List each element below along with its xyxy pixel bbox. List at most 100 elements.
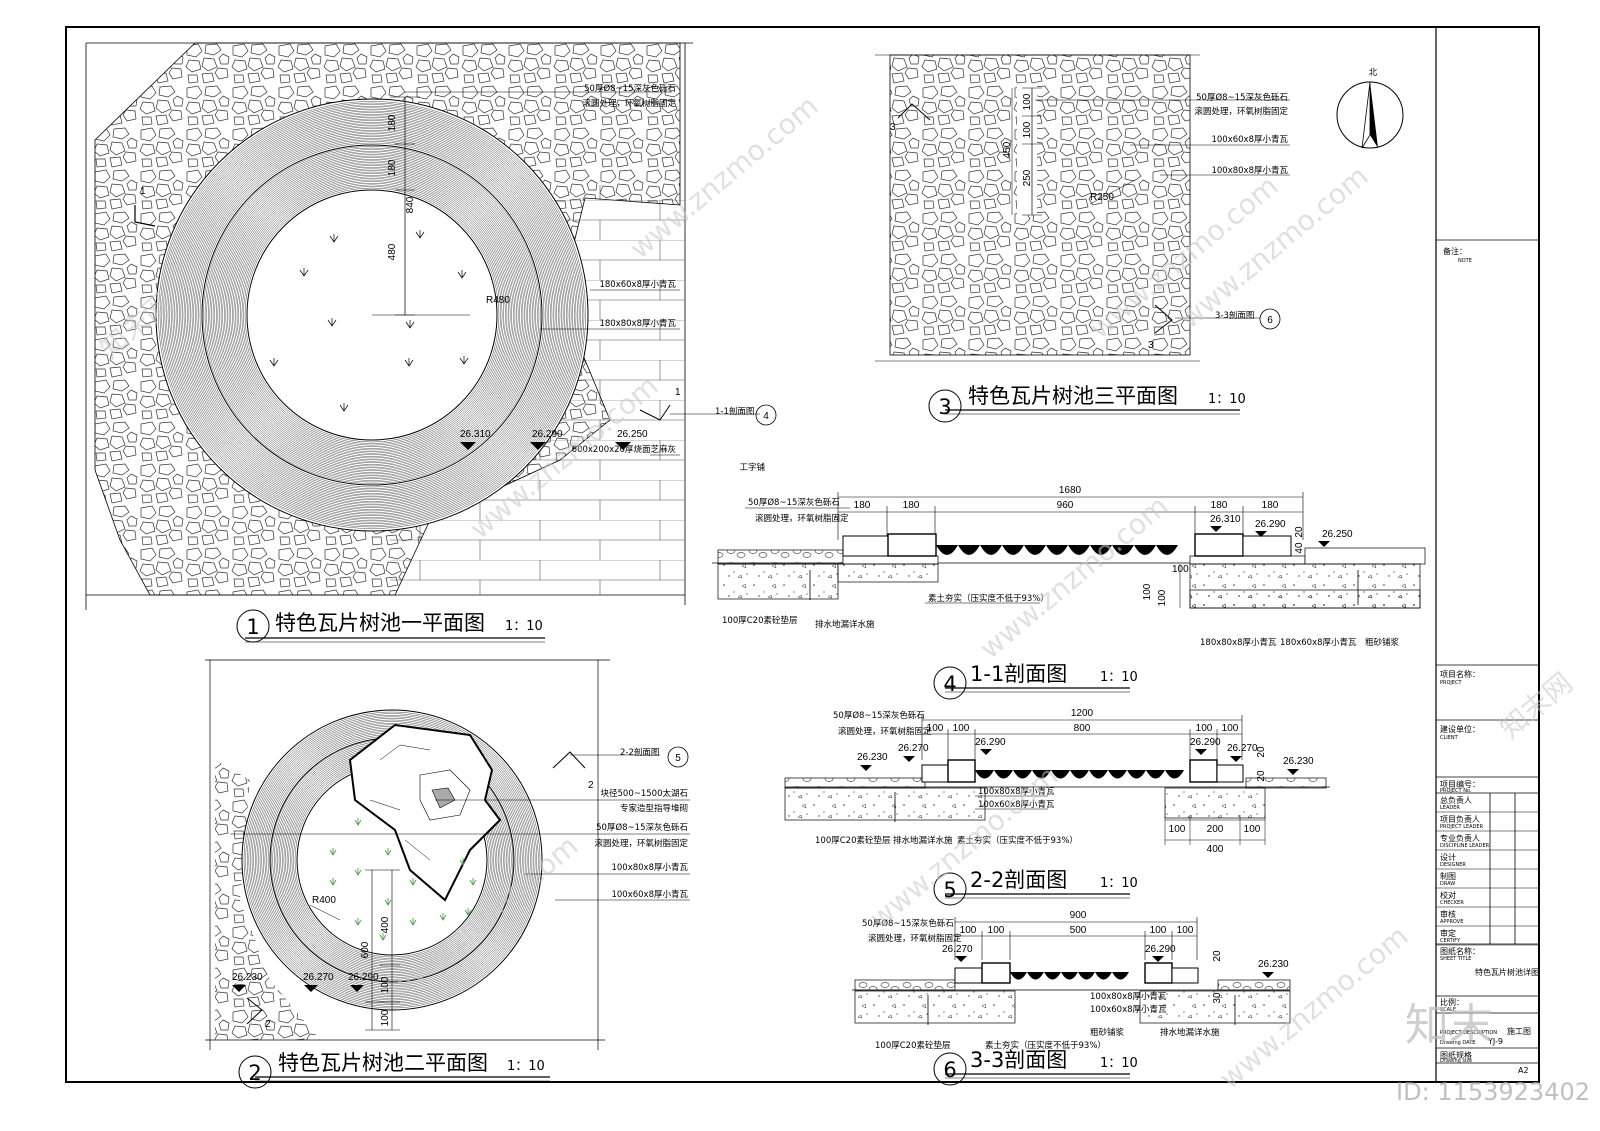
- s1-pebble-2: 滚圆处理，环氧树脂固定: [755, 513, 849, 524]
- s2-elev-b: 26.270: [898, 743, 929, 754]
- tb-sheet-title-en: SHEET TITLE: [1440, 956, 1471, 962]
- p2-dim-100a: 100: [380, 976, 391, 993]
- tb-project-cn: 项目名称：: [1440, 669, 1480, 679]
- s3-mortar: 粗砂铺浆: [1090, 1027, 1125, 1038]
- tile-ring-line: [224, 167, 520, 463]
- s1-dim-100b: 100: [1157, 589, 1168, 606]
- p2-elev-b: 26.270: [303, 972, 334, 983]
- s2-tile-100x80: 100x80x8厚小青瓦: [978, 786, 1055, 797]
- tile-ring-line: [199, 142, 545, 488]
- s1-tile-180x80: 180x80x8厚小青瓦: [1200, 637, 1277, 648]
- pebble-scallop: [1095, 972, 1112, 980]
- tile-180x80-label: 180x80x8厚小青瓦: [599, 318, 676, 329]
- p3-dim-100a: 100: [1022, 93, 1033, 110]
- s1-title: 1-1剖面图: [970, 662, 1067, 686]
- pebble-scallop: [1024, 545, 1046, 555]
- s3-dim-100d: 100: [1177, 925, 1194, 936]
- s1-dim-180c: 180: [1211, 500, 1228, 511]
- tile-ring-line: [159, 102, 585, 528]
- tb-date-en: Drawing DATE: [1440, 1040, 1475, 1046]
- pebble-scallop: [1156, 545, 1178, 555]
- p3-pebble-1: 50厚Ø8~15深灰色砾石: [1196, 92, 1288, 103]
- cut-mark-a: 1: [675, 387, 681, 398]
- tile-ring-line: [235, 178, 509, 452]
- pebble-scallop: [1046, 545, 1068, 555]
- s3-number: 6: [943, 1058, 956, 1082]
- tb-row-cn: 专业负责人: [1440, 833, 1480, 843]
- s3-pebble-2: 滚圆处理，环氧树脂固定: [868, 933, 962, 944]
- tb-row-cn: 制图: [1440, 871, 1456, 881]
- pebble-scallop: [1078, 972, 1095, 980]
- tile-ring-line: [177, 120, 567, 510]
- tb-client-cn: 建设单位：: [1440, 724, 1480, 734]
- taihu-stone: [348, 723, 502, 902]
- s2-elev-d: 26.290: [1190, 737, 1221, 748]
- s2-elev-a: 26.230: [857, 752, 888, 763]
- plan1-scale: 1：10: [505, 619, 543, 634]
- tile-ring-line: [228, 171, 516, 459]
- dim-840: 840: [405, 196, 416, 213]
- section-3-3: 900 100 100 500 100 100 26.270 26.290 26…: [852, 910, 1291, 1086]
- tile-ring-line: [240, 183, 504, 447]
- tb-row-cn: 设计: [1440, 852, 1456, 862]
- north-arrow: 北: [1336, 68, 1404, 149]
- pebble-scallop: [936, 545, 958, 555]
- tile-ring-line: [236, 179, 508, 451]
- pebble-scallop: [1013, 770, 1032, 779]
- s1-dim-total: 1680: [1059, 485, 1082, 496]
- tb-row-en: PROJECT LEADER: [1440, 824, 1484, 830]
- s2-elev-c: 26.290: [975, 737, 1006, 748]
- wm-site-5: www.znzmo.com: [973, 489, 1174, 665]
- dim-480: 480: [387, 243, 398, 260]
- cut-mark-b: 1: [140, 186, 146, 197]
- tile-ring-line: [190, 133, 554, 497]
- tb-note-en: NOTE: [1458, 258, 1472, 264]
- tile-ring-line: [232, 175, 512, 455]
- tb-row-cn: 总负责人: [1440, 795, 1472, 805]
- s2-elev-e: 26.270: [1227, 743, 1258, 754]
- tile-ring-line: [180, 123, 564, 507]
- s3-dim-100b: 100: [988, 925, 1005, 936]
- s3-tile-100x60: 100x60x8厚小青瓦: [1090, 1004, 1167, 1015]
- section-2-2: 1200 100 100 800 100 100 100 200 100 400…: [784, 708, 1330, 906]
- s1-pebble-1: 50厚Ø8~15深灰色砾石: [748, 497, 840, 508]
- pebble-scallop: [1127, 770, 1146, 779]
- s2-dim-20b: 20: [1256, 770, 1267, 782]
- section-1-1: 1680 180 180 960 180 180 100 100 100 20 …: [712, 485, 1426, 700]
- s1-dim-40: 40: [1294, 542, 1305, 554]
- plan3-title: 特色瓦片树池三平面图: [968, 384, 1178, 408]
- s2-dim-100c: 100: [1196, 723, 1213, 734]
- s2-dim-20a: 20: [1256, 746, 1267, 758]
- s3-dim-100a: 100: [960, 925, 977, 936]
- pebble-label-1: 50厚Ø8~15深灰色砾石: [584, 83, 676, 94]
- tb-projno-en: PROJECT No.: [1440, 788, 1472, 794]
- s2-pebble-2: 滚圆处理，环氧树脂固定: [838, 726, 932, 737]
- p3-dim-250: 250: [1022, 169, 1033, 186]
- s1-dim-180d: 180: [1262, 500, 1279, 511]
- tile-ring-line: [211, 154, 533, 476]
- s1-tile-180x60: 180x60x8厚小青瓦: [1280, 637, 1357, 648]
- tb-row-cn: 审核: [1440, 909, 1456, 919]
- s2-dim-100b: 100: [953, 723, 970, 734]
- plan3-scale: 1：10: [1208, 392, 1246, 407]
- s2-dim-800: 800: [1074, 723, 1091, 734]
- wm-brand-2: 知末网: [1493, 666, 1579, 745]
- s1-elev-a: 26.310: [1210, 514, 1241, 525]
- tb-row-cn: 校对: [1440, 890, 1456, 900]
- tb-row-en: DISCIPLINE LEADER: [1440, 843, 1490, 849]
- s3-soil: 素土夯实（压实度不低于93%）: [985, 1040, 1106, 1051]
- tb-sheet-title-value: 特色瓦片树池详图: [1475, 967, 1539, 977]
- tb-sheet-title-cn: 图纸名称：: [1440, 946, 1480, 956]
- s2-pebble-1: 50厚Ø8~15深灰色砾石: [833, 710, 925, 721]
- s1-mortar: 粗砂铺浆: [1365, 637, 1400, 648]
- pebble-scallop: [958, 545, 980, 555]
- p2-stone-2: 专家造型指导堆砌: [620, 803, 688, 814]
- p2-dim-400: 400: [380, 916, 391, 933]
- tile-ring-line: [196, 139, 548, 491]
- s3-elev-c: 26.230: [1258, 959, 1289, 970]
- pebble-scallop: [1089, 770, 1108, 779]
- tile-ring-line: [214, 157, 530, 473]
- p2-pebble-2: 滚圆处理，环氧树脂固定: [594, 838, 688, 849]
- s3-dim-30: 30: [1212, 992, 1223, 1004]
